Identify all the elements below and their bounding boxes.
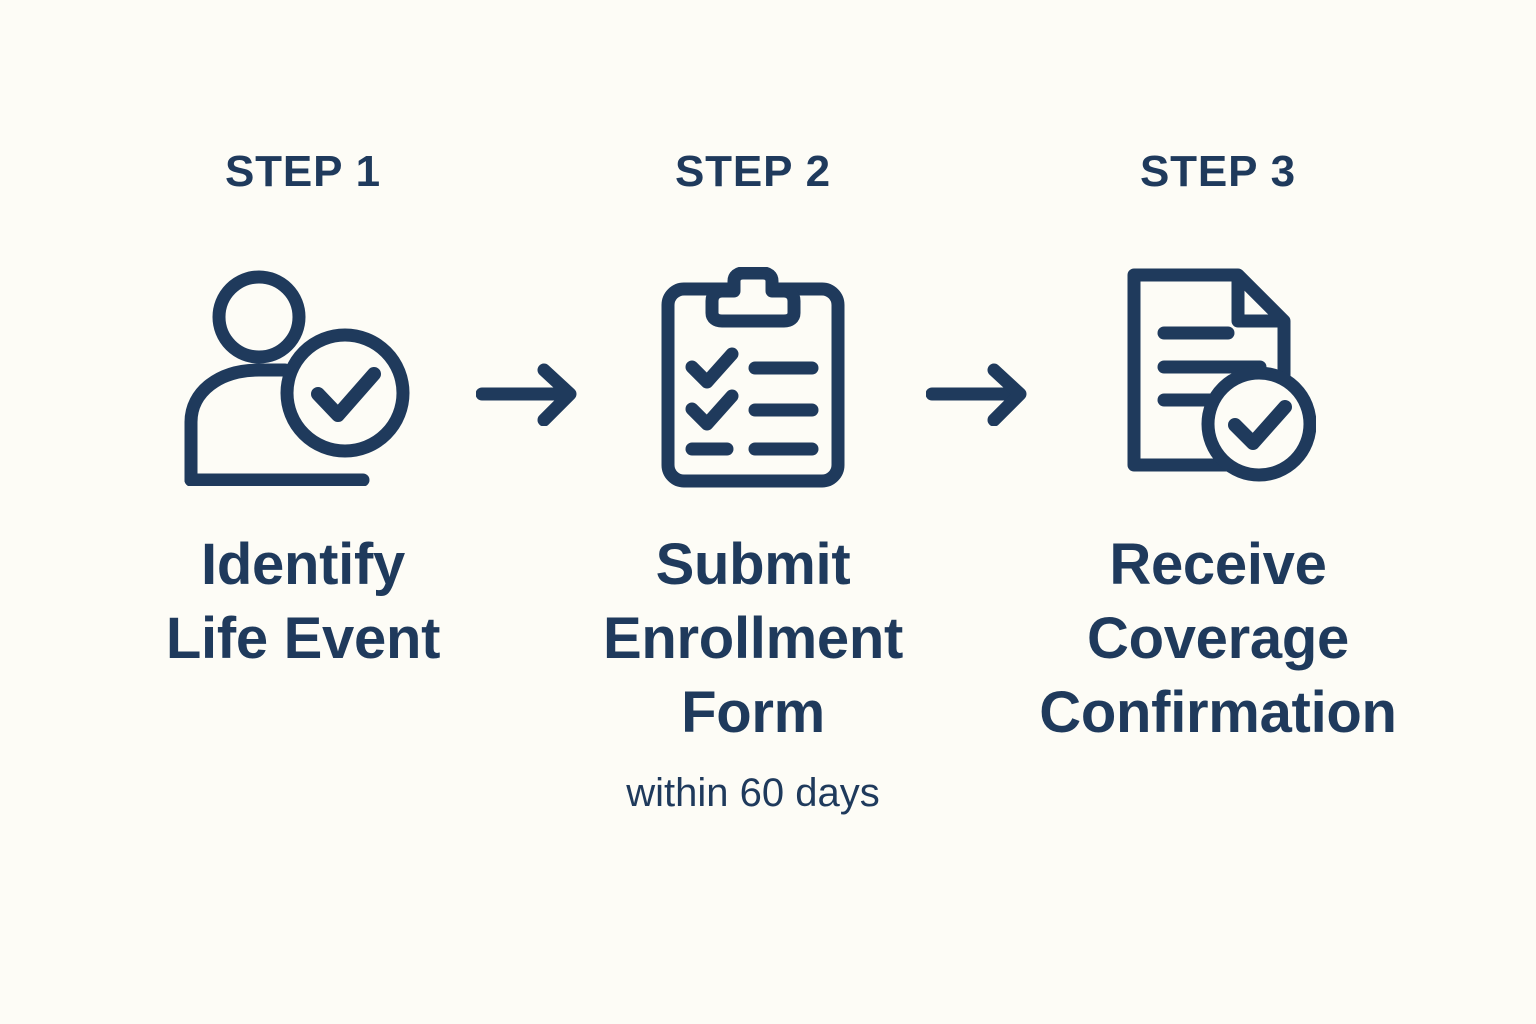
clipboard-checklist-icon [660, 267, 846, 488]
connector-1 [468, 150, 588, 426]
step-3-title-line-1: Receive [1109, 532, 1327, 597]
step-3-title: Receive Coverage Confirmation [1039, 528, 1397, 751]
step-2-eyebrow: STEP 2 [674, 147, 832, 196]
step-column-3: STEP 3 Receive Coverage C [1038, 150, 1398, 751]
step-1-title-line-2: Life Event [165, 606, 441, 672]
step-3-eyebrow: STEP 3 [1139, 147, 1297, 196]
step-column-1: STEP 1 Identify Life Event [138, 150, 468, 676]
step-2-title-line-2: Enrollment [602, 606, 903, 672]
step-1-title: Identify Life Event [165, 528, 441, 676]
person-check-icon [177, 268, 429, 488]
step-2-note: within 60 days [626, 770, 880, 815]
arrow-right-icon [926, 363, 1027, 426]
step-2-title-line-3: Form [681, 680, 825, 746]
connector-2 [918, 150, 1038, 426]
step-2-title: Submit Enrollment Form [603, 528, 903, 751]
document-check-icon [1120, 268, 1316, 488]
step-1-title-line-1: Identify [201, 532, 405, 597]
steps-row: STEP 1 Identify Life Event [0, 150, 1536, 817]
step-3-title-line-2: Coverage [1086, 606, 1349, 672]
arrow-right-icon [476, 363, 577, 426]
step-1-eyebrow: STEP 1 [224, 147, 382, 196]
step-column-2: STEP 2 S [588, 150, 918, 817]
step-2-title-line-1: Submit [655, 532, 851, 597]
step-3-title-line-3: Confirmation [1039, 680, 1397, 746]
